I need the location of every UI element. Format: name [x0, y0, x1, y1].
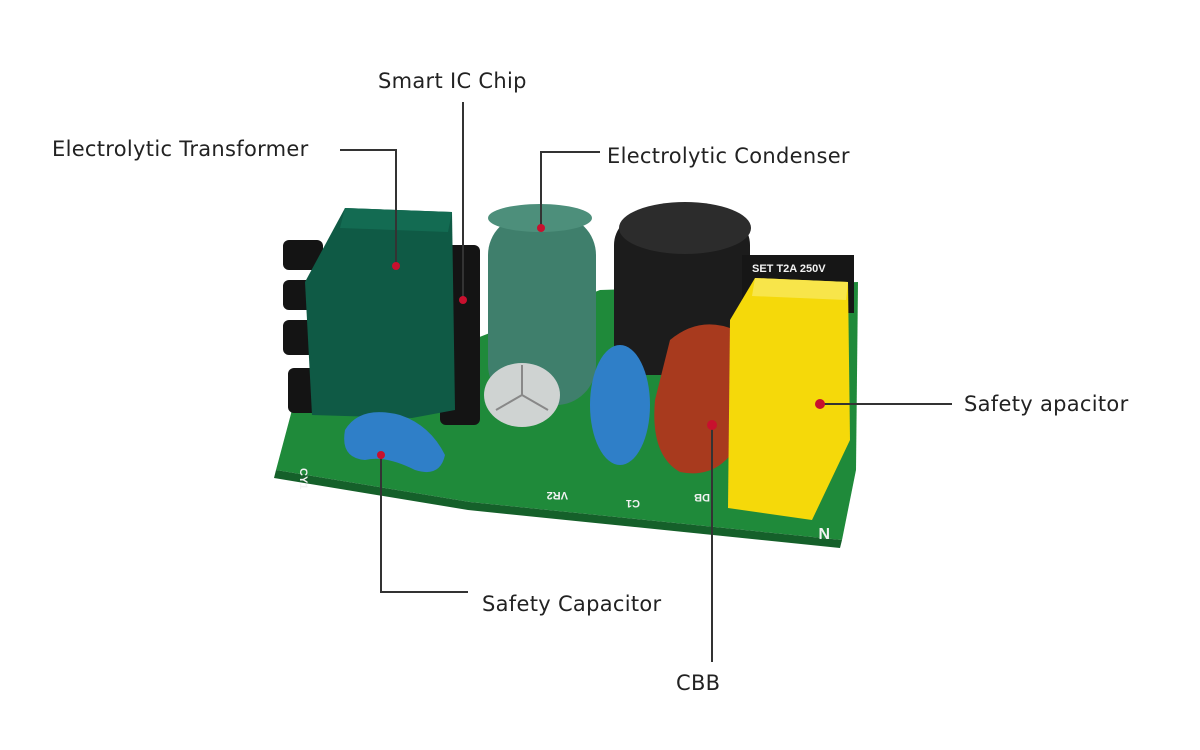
- dot-cbb: [707, 420, 717, 430]
- blue-safety-capacitor: [344, 412, 445, 473]
- dot-safety-apacitor: [815, 399, 825, 409]
- label-safety-capacitor: Safety Capacitor: [482, 592, 662, 616]
- marking-c1: C1: [626, 497, 640, 509]
- label-electrolytic-condenser: Electrolytic Condenser: [607, 144, 850, 168]
- dot-safety-capacitor: [377, 451, 385, 459]
- dot-condenser: [537, 224, 545, 232]
- electrolytic-capacitor: [484, 204, 596, 427]
- marking-n: N: [818, 524, 830, 541]
- label-electrolytic-transformer: Electrolytic Transformer: [52, 137, 309, 161]
- label-safety-apacitor: Safety apacitor: [964, 392, 1129, 416]
- dot-smart-ic: [459, 296, 467, 304]
- leader-transformer: [340, 149, 397, 266]
- transformer: [305, 208, 455, 418]
- pcb-edge: [274, 470, 842, 548]
- dot-transformer: [392, 262, 400, 270]
- label-cbb: CBB: [676, 671, 721, 695]
- blue-disc-capacitor: [590, 345, 650, 465]
- fuse-marking: SET T2A 250V: [752, 263, 826, 275]
- cbb-capacitor: [654, 324, 745, 474]
- yellow-safety-capacitor: [728, 278, 850, 520]
- marking-cy1: CY1: [297, 468, 309, 489]
- leader-safety-capacitor: [380, 455, 468, 593]
- label-smart-ic-chip: Smart IC Chip: [378, 69, 527, 93]
- leader-lines: [340, 102, 952, 662]
- marking-vr2: VR2: [547, 489, 568, 501]
- marking-db: DB: [694, 491, 710, 503]
- leader-condenser: [540, 151, 600, 228]
